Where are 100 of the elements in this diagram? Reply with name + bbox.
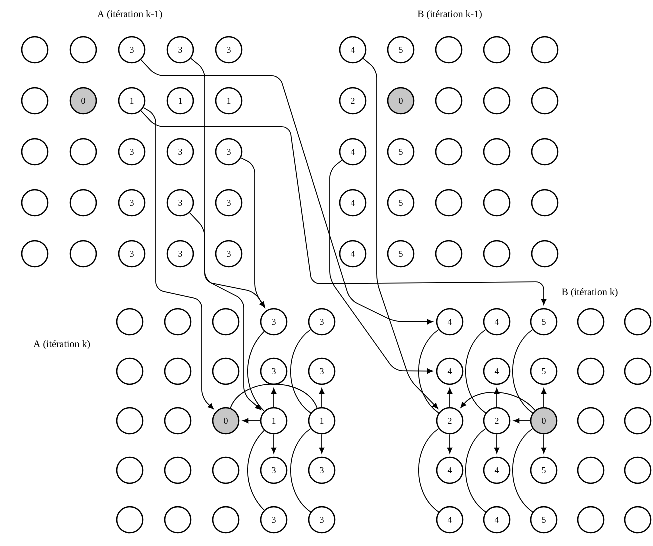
connector-line — [418, 329, 440, 414]
circle-node — [483, 240, 511, 268]
connector-line — [290, 329, 312, 414]
circle-node — [70, 240, 98, 268]
arrow — [447, 388, 453, 408]
circle-node: 3 — [308, 358, 336, 386]
circle-node — [531, 189, 559, 217]
circle-node — [21, 138, 49, 166]
circle-node: 0 — [70, 87, 98, 115]
circle-node — [435, 36, 463, 64]
circle-node — [483, 36, 511, 64]
circle-node: 3 — [308, 308, 336, 336]
connector-line — [418, 428, 440, 513]
circle-node — [435, 189, 463, 217]
circle-node: 3 — [260, 358, 288, 386]
circle-node — [435, 87, 463, 115]
circle-node: 4 — [436, 456, 464, 484]
arrow — [330, 160, 434, 374]
arrow — [271, 434, 277, 454]
circle-node: 3 — [308, 456, 336, 484]
circle-node — [116, 506, 144, 534]
circle-node — [531, 240, 559, 268]
circle-node: 3 — [308, 506, 336, 534]
circle-node: 3 — [215, 240, 243, 268]
circle-node: 4 — [483, 308, 511, 336]
circle-node: 3 — [260, 456, 288, 484]
circle-node — [21, 87, 49, 115]
circle-node: 3 — [260, 308, 288, 336]
arrow — [363, 58, 438, 410]
circle-node — [70, 189, 98, 217]
circle-node: 4 — [339, 189, 367, 217]
connector-line — [512, 329, 534, 414]
circle-node — [164, 308, 192, 336]
arrow — [319, 388, 325, 408]
connector-line — [247, 331, 265, 412]
circle-node: 5 — [530, 506, 558, 534]
circle-node — [212, 308, 240, 336]
circle-node — [116, 407, 144, 435]
circle-node — [624, 506, 652, 534]
circle-node: 1 — [260, 407, 288, 435]
circle-node — [577, 506, 605, 534]
circle-node: 3 — [118, 36, 146, 64]
circle-node: 3 — [215, 36, 243, 64]
circle-node — [164, 358, 192, 386]
circle-node: 5 — [387, 36, 415, 64]
arrow — [494, 388, 500, 408]
arrow — [140, 60, 434, 325]
arrow — [143, 107, 214, 410]
circle-node: 4 — [436, 358, 464, 386]
connector-line — [512, 428, 534, 513]
circle-node: 4 — [339, 138, 367, 166]
circle-node: 1 — [118, 87, 146, 115]
grid-heading: B (itération k) — [560, 287, 620, 298]
circle-node — [624, 407, 652, 435]
circle-node — [483, 189, 511, 217]
circle-node — [483, 138, 511, 166]
circle-node — [116, 358, 144, 386]
circle-node — [70, 36, 98, 64]
circle-node — [435, 240, 463, 268]
circle-node: 5 — [530, 456, 558, 484]
circle-node: 1 — [308, 407, 336, 435]
grid-heading: B (itération k-1) — [416, 9, 484, 20]
circle-node: 4 — [483, 456, 511, 484]
circle-node: 3 — [166, 189, 194, 217]
connector-line — [230, 384, 318, 409]
circle-node — [164, 506, 192, 534]
circle-node — [577, 407, 605, 435]
connector-line — [465, 329, 486, 414]
circle-node: 0 — [387, 87, 415, 115]
arrow — [460, 392, 536, 411]
circle-node: 4 — [436, 308, 464, 336]
circle-node — [577, 358, 605, 386]
circle-node — [21, 36, 49, 64]
circle-node: 4 — [483, 358, 511, 386]
circle-node — [577, 456, 605, 484]
circle-node — [116, 456, 144, 484]
circle-node: 0 — [212, 407, 240, 435]
grid-heading: A (itération k) — [32, 339, 92, 350]
circle-node: 5 — [387, 189, 415, 217]
arrow — [271, 388, 277, 408]
circle-node: 5 — [387, 240, 415, 268]
circle-node — [164, 407, 192, 435]
circle-node — [531, 138, 559, 166]
circle-node: 4 — [436, 506, 464, 534]
circle-node: 3 — [260, 506, 288, 534]
connector-line — [290, 428, 312, 513]
arrow — [242, 418, 261, 424]
circle-node — [435, 138, 463, 166]
circle-node: 3 — [166, 36, 194, 64]
circle-node — [164, 456, 192, 484]
circle-node: 1 — [166, 87, 194, 115]
circle-node — [212, 506, 240, 534]
circle-node: 2 — [436, 407, 464, 435]
circle-node: 3 — [118, 240, 146, 268]
circle-node: 5 — [387, 138, 415, 166]
circle-node — [577, 308, 605, 336]
arrow — [240, 158, 266, 308]
circle-node: 2 — [483, 407, 511, 435]
circle-node: 5 — [530, 308, 558, 336]
circle-node: 3 — [166, 138, 194, 166]
